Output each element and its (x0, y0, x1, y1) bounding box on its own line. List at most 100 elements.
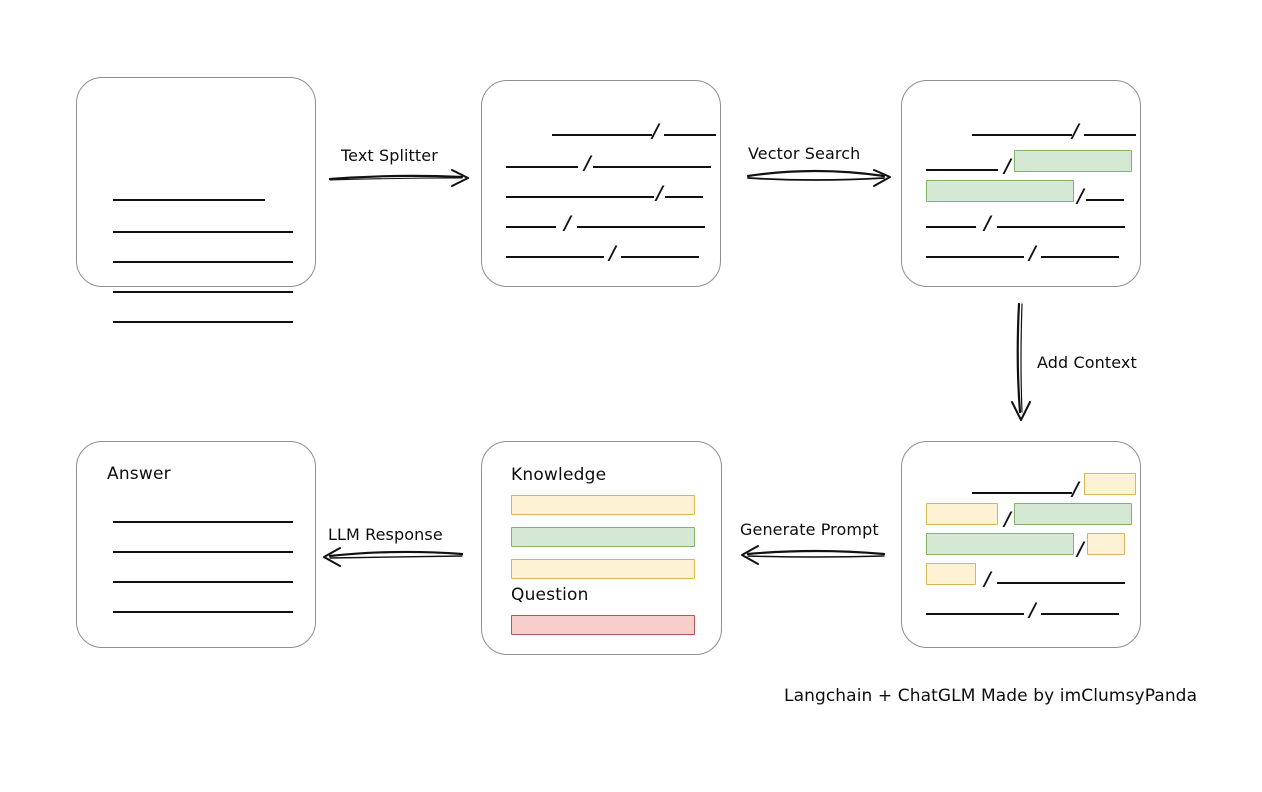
chunk-segment (1083, 134, 1136, 136)
document-line (113, 220, 293, 234)
arrow-llm-response (323, 547, 464, 567)
footer-credit: Langchain + ChatGLM Made by imClumsyPand… (784, 686, 1198, 706)
chunk-segment-highlight-green (926, 533, 1074, 555)
slash-separator: / (984, 568, 991, 590)
split-chunks-rows: / / / / / (482, 81, 720, 286)
slash-separator: / (564, 212, 571, 234)
chunk-segment-highlight-yellow (926, 563, 976, 585)
chunk-segment (506, 166, 578, 168)
line-segment (113, 321, 293, 323)
chunk-segment (552, 134, 652, 136)
answer-line (113, 600, 293, 614)
slash-separator: / (1077, 538, 1084, 560)
chunk-row: / (926, 150, 1132, 176)
chunk-row: / (506, 120, 716, 142)
chunk-segment (663, 134, 716, 136)
chunk-row: / (926, 242, 1119, 264)
answer-lines (77, 442, 315, 647)
chunk-row: / (926, 212, 1125, 234)
edge-label-generate-prompt: Generate Prompt (740, 520, 879, 539)
slash-separator: / (584, 152, 591, 174)
chunk-row: / (926, 180, 1124, 206)
slash-separator: / (656, 182, 663, 204)
edge-label-text-splitter: Text Splitter (341, 146, 438, 165)
chunk-segment (926, 613, 1024, 615)
arrow-add-context (1011, 302, 1031, 421)
line-segment (113, 611, 293, 613)
line-segment (113, 521, 293, 523)
slash-separator: / (1077, 185, 1084, 207)
slash-separator: / (1029, 599, 1036, 621)
document-line (113, 188, 265, 202)
node-generated-prompt[interactable]: Knowledge Question (481, 441, 722, 655)
chunk-segment (926, 226, 976, 228)
context-chunks-rows: / / / / / (902, 442, 1140, 647)
knowledge-bar-green-1 (511, 527, 695, 547)
chunk-row: / (926, 533, 1125, 559)
node-context-chunks[interactable]: / / / / / (901, 441, 1141, 648)
line-segment (113, 581, 293, 583)
chunk-segment-highlight-green (1013, 503, 1132, 525)
line-segment (113, 551, 293, 553)
knowledge-label: Knowledge (511, 465, 607, 485)
chunk-row: / (926, 599, 1119, 621)
slash-separator: / (1004, 508, 1011, 530)
edge-label-vector-search: Vector Search (748, 144, 861, 163)
question-label: Question (511, 585, 589, 605)
chunk-segment (506, 196, 654, 198)
edge-label-add-context: Add Context (1037, 353, 1137, 372)
node-source-document[interactable] (76, 77, 316, 323)
vector-matches-rows: / / / / / (902, 81, 1140, 286)
slash-separator: / (652, 120, 659, 142)
arrow-generate-prompt (741, 545, 886, 565)
line-segment (113, 291, 293, 293)
chunk-segment (1040, 613, 1119, 615)
answer-line (113, 510, 293, 524)
document-line (113, 310, 293, 324)
slash-separator: / (1072, 478, 1079, 500)
chunk-segment (926, 256, 1024, 258)
slash-separator: / (1004, 155, 1011, 177)
line-segment (113, 199, 265, 201)
node-vector-matches[interactable]: / / / / / (901, 80, 1141, 287)
chunk-segment (592, 166, 711, 168)
chunk-segment-highlight-green (926, 180, 1074, 202)
chunk-segment (620, 256, 699, 258)
chunk-row: / (926, 563, 1125, 589)
chunk-segment (664, 196, 703, 198)
knowledge-bar-yellow-1 (511, 495, 695, 515)
chunk-row: / (926, 473, 1136, 499)
chunk-segment (926, 169, 998, 171)
chunk-segment-highlight-yellow (1086, 533, 1125, 555)
node-split-chunks[interactable]: / / / / / (481, 80, 721, 287)
chunk-row: / (506, 242, 699, 264)
slash-separator: / (984, 212, 991, 234)
chunk-segment-highlight-yellow (926, 503, 998, 525)
chunk-segment-highlight-green (1013, 150, 1132, 172)
chunk-segment (1040, 256, 1119, 258)
line-segment (113, 231, 293, 233)
slash-separator: / (1029, 242, 1036, 264)
answer-line (113, 570, 293, 584)
document-line (113, 250, 293, 264)
chunk-row: / (926, 503, 1132, 529)
answer-line (113, 540, 293, 554)
node-answer[interactable]: Answer (76, 441, 316, 648)
chunk-segment (1085, 199, 1124, 201)
answer-label: Answer (107, 464, 171, 484)
chunk-segment (996, 226, 1125, 228)
chunk-row: / (506, 182, 703, 204)
knowledge-bar-yellow-2 (511, 559, 695, 579)
chunk-segment (972, 134, 1072, 136)
document-line (113, 280, 293, 294)
chunk-segment (506, 226, 556, 228)
question-bar-red-1 (511, 615, 695, 635)
chunk-row: / (506, 212, 705, 234)
slash-separator: / (1072, 120, 1079, 142)
chunk-row: / (506, 152, 711, 174)
arrow-text-splitter (328, 169, 469, 187)
slash-separator: / (609, 242, 616, 264)
line-segment (113, 261, 293, 263)
edge-label-llm-response: LLM Response (328, 525, 443, 544)
